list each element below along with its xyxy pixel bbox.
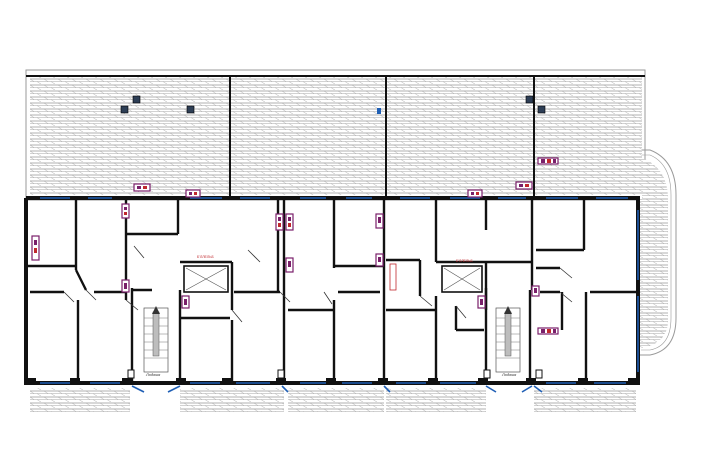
- vent-duct-icon: [121, 203, 130, 219]
- elevator-right-note: Б'ЛЛЕЛЬБ: [456, 259, 473, 263]
- stair-up-arrow-icon: [152, 306, 160, 314]
- column-marker-icon: [186, 105, 195, 114]
- door-swings: [63, 245, 573, 323]
- facade-windows: [40, 197, 639, 384]
- vent-duct-icon: [389, 263, 397, 291]
- stair-right-label: Лоджия: [501, 372, 517, 377]
- vent-duct-icon: [133, 183, 151, 192]
- stair-left: [143, 306, 169, 373]
- vent-duct-icon: [515, 181, 533, 190]
- elevator-left: [183, 265, 229, 293]
- vent-duct-icon: [285, 213, 294, 231]
- vent-duct-icon: [275, 213, 284, 231]
- roof-dividers: [26, 75, 645, 198]
- vent-duct-icon: [185, 189, 201, 198]
- bottom-blue-marks: [131, 385, 543, 393]
- elevator-right: [441, 265, 483, 293]
- vent-ducts: [31, 157, 559, 335]
- elevator-left-note: Б'ЛЛЕЛЬБ: [197, 255, 214, 259]
- roof-top-area: [30, 77, 668, 348]
- stair-right: [495, 306, 521, 373]
- column-marker-icon: [120, 105, 129, 114]
- roof-vents: [120, 95, 546, 114]
- stair-up-arrow-icon: [504, 306, 512, 314]
- roof-bottom-area: [30, 388, 636, 412]
- vent-duct-icon: [467, 189, 483, 198]
- bottom-column-markers: [28, 369, 638, 384]
- column-marker-icon: [537, 105, 546, 114]
- column-marker-icon: [132, 95, 141, 104]
- stair-left-label: Лоджия: [145, 372, 161, 377]
- interior-walls: [28, 198, 636, 383]
- column-marker-icon: [525, 95, 534, 104]
